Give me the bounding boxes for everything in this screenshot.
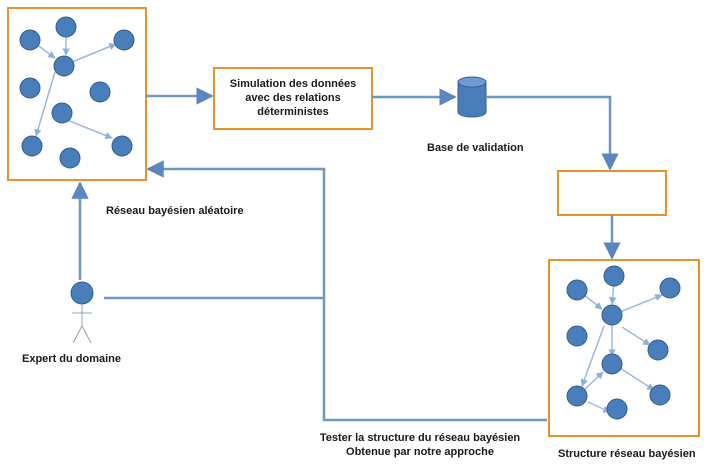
network-node — [89, 81, 111, 103]
network-node — [111, 135, 133, 157]
test-label: Tester la structure du réseau bayésien O… — [300, 431, 540, 459]
network-node — [649, 384, 671, 406]
network-node — [603, 265, 625, 287]
network-node — [21, 135, 43, 157]
expert-label: Expert du domaine — [22, 353, 122, 365]
person-icon — [70, 281, 94, 344]
network-node — [606, 398, 628, 420]
network-node — [51, 102, 73, 124]
arrow-database-to-algorithm — [486, 95, 619, 171]
network-node — [113, 29, 135, 51]
simulation-box — [213, 67, 373, 130]
network-node — [19, 29, 41, 51]
simulation-line-3: déterministes — [257, 106, 329, 118]
simulation-line-2: avec des relations — [245, 92, 341, 104]
network-node — [601, 304, 623, 326]
arrow-structure-to-network — [146, 160, 547, 422]
network-node — [647, 339, 669, 361]
network-node — [55, 16, 77, 38]
test-line-1: Tester la structure du réseau bayésien — [319, 432, 521, 444]
database-label: Base de validation — [427, 142, 524, 154]
network-node — [53, 55, 75, 77]
learned-structure-edges — [580, 282, 663, 413]
network-node — [601, 353, 623, 375]
network-node — [19, 77, 41, 99]
network-node — [566, 385, 588, 407]
network-node — [659, 277, 681, 299]
random-network-nodes — [19, 16, 135, 169]
simulation-line-1: Simulation des données — [229, 78, 357, 90]
learned-structure-nodes — [566, 265, 681, 420]
test-line-2: Obtenue par notre approche — [346, 446, 494, 458]
network-node — [59, 147, 81, 169]
database-icon — [457, 76, 487, 118]
simulation-label: Simulation des données avec des relation… — [214, 77, 372, 119]
network-node — [566, 279, 588, 301]
structure-label: Structure réseau bayésien — [558, 448, 696, 460]
network-node — [566, 325, 588, 347]
algorithm-box — [557, 170, 667, 216]
random-network-label: Réseau bayésien aléatoire — [106, 205, 244, 217]
